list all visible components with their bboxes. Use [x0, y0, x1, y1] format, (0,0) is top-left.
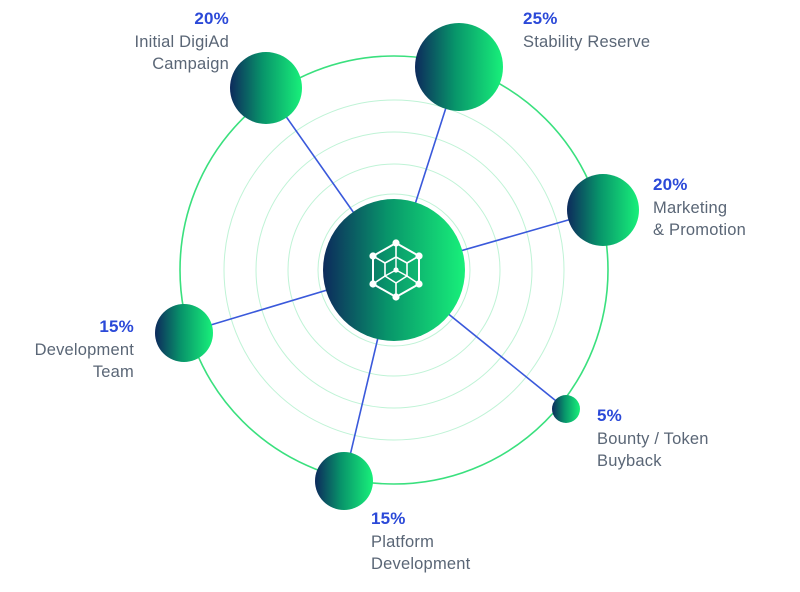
inner-ring-3 — [287, 163, 501, 377]
inner-ring-4 — [317, 193, 471, 347]
node-bounty — [552, 395, 580, 423]
node-stability-reserve — [415, 23, 503, 111]
percent-marketing: 20% — [653, 175, 688, 194]
percent-platform: 15% — [371, 509, 406, 528]
name-dev-team: Development Team — [34, 341, 134, 381]
percent-dev-team: 15% — [99, 317, 134, 336]
label-platform: 15% Platform Development — [371, 508, 470, 575]
node-dev-team — [155, 304, 213, 362]
label-stability-reserve: 25% Stability Reserve — [523, 8, 650, 53]
node-platform — [315, 452, 373, 510]
nodes — [155, 23, 639, 510]
node-marketing — [567, 174, 639, 246]
percent-bounty: 5% — [597, 406, 622, 425]
name-bounty: Bounty / Token Buyback — [597, 430, 709, 470]
inner-ring-1 — [223, 99, 565, 441]
percent-stability-reserve: 25% — [523, 9, 558, 28]
outer-ring — [179, 55, 609, 485]
name-stability-reserve: Stability Reserve — [523, 33, 651, 51]
label-marketing: 20% Marketing & Promotion — [653, 174, 746, 241]
label-dev-team: 15% Development Team — [35, 316, 134, 383]
node-initial-digiad — [230, 52, 302, 124]
hexagon-network-icon — [369, 239, 423, 301]
percent-initial-digiad: 20% — [194, 9, 229, 28]
label-bounty: 5% Bounty / Token Buyback — [597, 405, 709, 472]
inner-ring-2 — [255, 131, 533, 409]
label-initial-digiad: 20% Initial DigiAd Campaign — [134, 8, 229, 75]
name-platform: Platform Development — [371, 533, 471, 573]
name-marketing: Marketing & Promotion — [653, 199, 746, 239]
concentric-rings — [179, 55, 609, 485]
name-initial-digiad: Initial DigiAd Campaign — [134, 33, 229, 73]
